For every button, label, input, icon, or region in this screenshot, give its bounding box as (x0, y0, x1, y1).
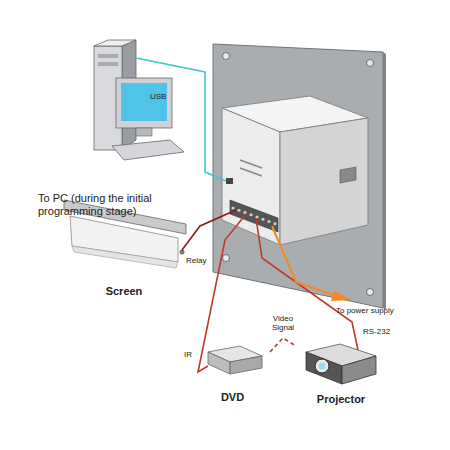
monitor (116, 78, 172, 128)
screw (367, 60, 374, 67)
monitor-screen (121, 83, 167, 121)
dvd-node: DVD (195, 340, 270, 404)
relay-socket (180, 250, 185, 255)
drive-bay (98, 62, 118, 66)
box-marking (240, 168, 262, 176)
usb-cable (136, 58, 226, 181)
projector-lens (315, 359, 329, 373)
terminal-block (230, 200, 278, 232)
screw (223, 53, 230, 60)
terminal-screw (267, 220, 270, 223)
dvd-front (208, 352, 230, 374)
signal-connector (270, 338, 296, 352)
device-label: To PC (during the initial programming st… (38, 192, 156, 218)
relay-wire (182, 210, 236, 250)
screw (367, 289, 374, 296)
port-label: Relay (186, 256, 206, 265)
rs232-wire (256, 218, 358, 350)
screen-fabric-lower (72, 246, 178, 268)
ir-wire (198, 214, 246, 372)
terminal-screw (231, 206, 234, 209)
box-front (222, 108, 280, 245)
power-arrowhead (331, 291, 352, 301)
terminal-screw (261, 218, 264, 221)
edge-label: Video Signal (267, 314, 299, 332)
screen-node: Screen (60, 198, 188, 298)
port-label: IR (184, 350, 192, 359)
terminal-screw (237, 209, 240, 212)
terminal-screw (249, 213, 252, 216)
wall-plate-edge (383, 52, 386, 310)
port-label: RS-232 (363, 327, 390, 336)
terminal-screw (243, 211, 246, 214)
direction-label: To power supply (336, 306, 394, 315)
device-label: Projector (317, 393, 365, 406)
device-label: Screen (106, 285, 143, 298)
projector-node: Projector (296, 336, 386, 406)
port-label: USB (150, 92, 166, 101)
pc-tower-top (94, 40, 136, 46)
keyboard (112, 140, 184, 160)
box-side (280, 118, 368, 245)
screw (223, 255, 230, 262)
terminal-screw (273, 222, 276, 225)
side-connector (340, 167, 356, 183)
monitor-stand (136, 128, 152, 136)
projector-side (342, 356, 376, 384)
dvd-side (230, 356, 262, 374)
wall-plate (213, 44, 383, 308)
pc-node: To PC (during the initial programming st… (30, 38, 195, 218)
drive-bay (98, 54, 118, 58)
projector-front (306, 352, 342, 384)
projector-lens-glass (319, 363, 326, 370)
usb-port (226, 178, 233, 184)
device-label: DVD (221, 391, 244, 404)
power-wire (272, 226, 336, 296)
box-marking (240, 160, 262, 168)
